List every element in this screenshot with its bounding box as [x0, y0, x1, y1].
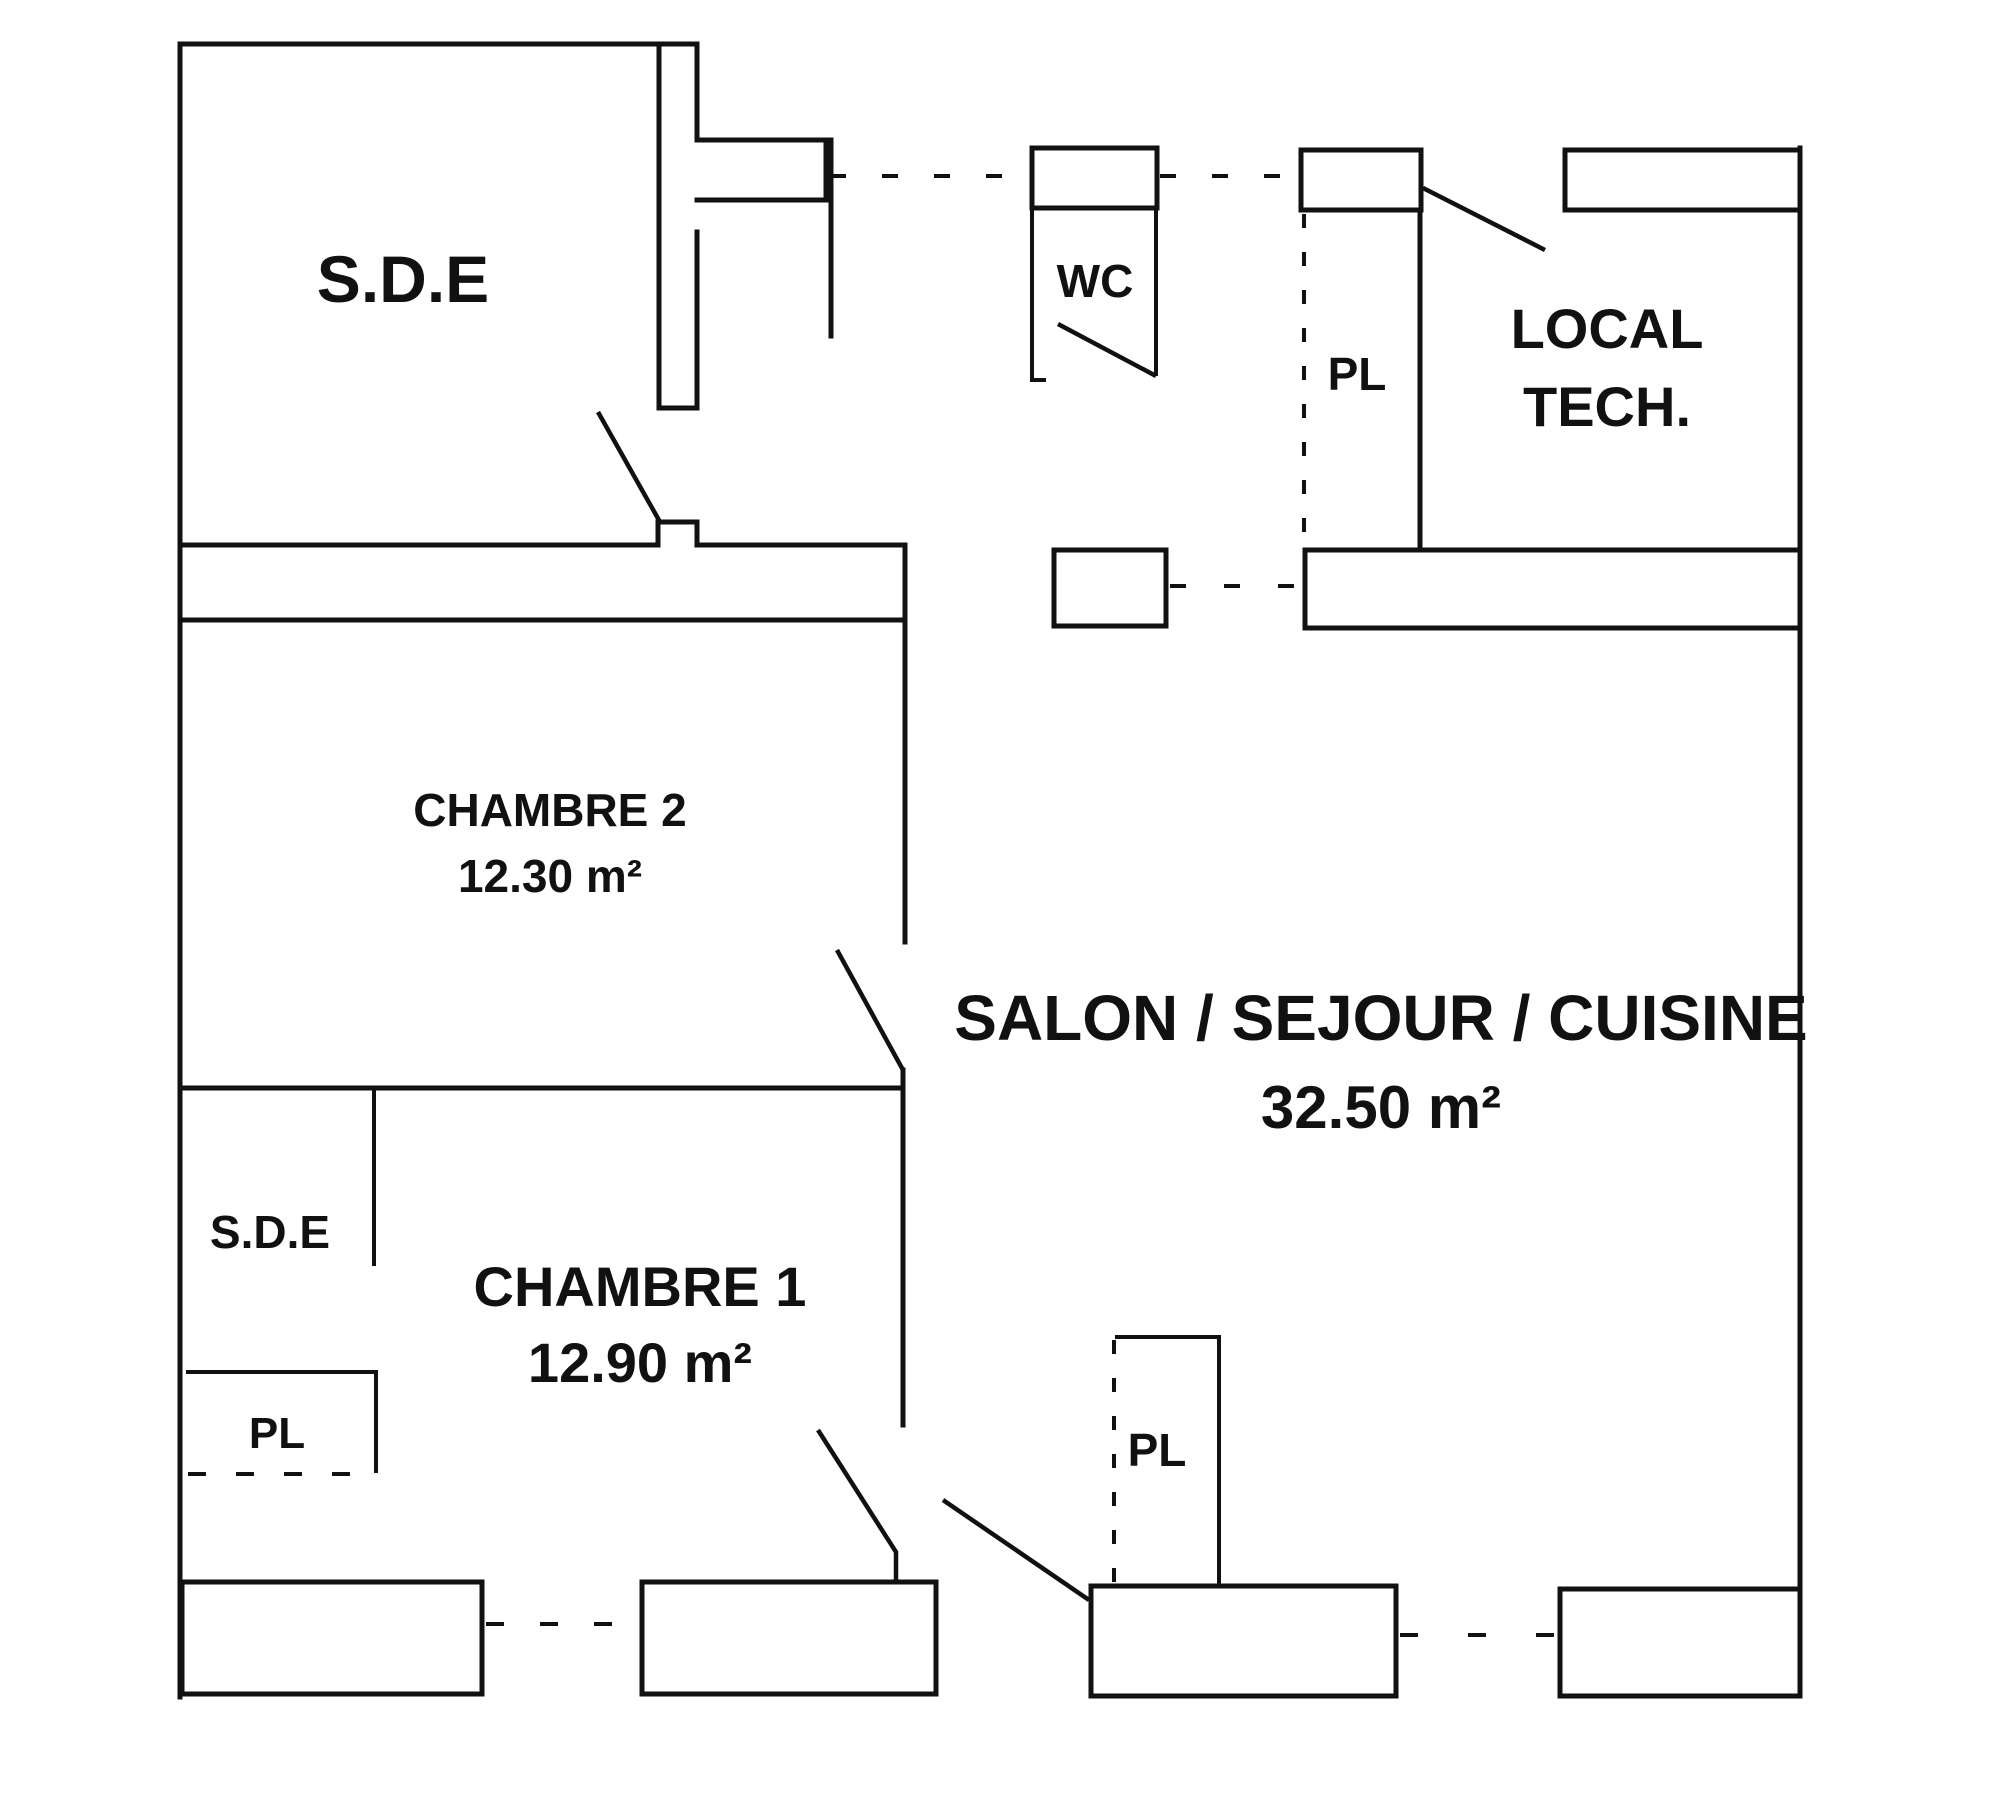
wall-top-wc — [1029, 145, 1160, 211]
label-chambre2-name: CHAMBRE 2 — [413, 784, 686, 836]
label-local-tech-1: LOCAL — [1511, 297, 1704, 360]
wall-sde-right — [656, 45, 829, 411]
label-sde-top: S.D.E — [317, 242, 489, 316]
door-chambre1 — [816, 1428, 899, 1582]
door-local-tech — [1421, 185, 1547, 253]
label-pl-bottom: PL — [1128, 1424, 1187, 1476]
label-salon-name: SALON / SEJOUR / CUISINE — [954, 982, 1807, 1054]
wall-band-sde — [177, 519, 908, 945]
wall-top-pl — [1298, 147, 1424, 213]
label-pl-small: PL — [249, 1409, 305, 1458]
label-chambre2-area: 12.30 m² — [458, 850, 642, 902]
label-chambre1-name: CHAMBRE 1 — [474, 1255, 807, 1318]
door-sde-top — [596, 410, 662, 524]
label-wc: WC — [1057, 255, 1134, 307]
wall-bottom-right1 — [1088, 1583, 1399, 1699]
door-wc — [1056, 322, 1158, 378]
label-local-tech-2: TECH. — [1523, 375, 1691, 438]
wall-bottom-right2 — [1557, 1586, 1803, 1699]
door-entrance — [941, 1498, 1091, 1602]
wall-bottom-mid — [639, 1579, 939, 1697]
wall-bottom-left — [179, 1579, 485, 1697]
label-sde-small: S.D.E — [210, 1206, 330, 1258]
wall-top-right — [1562, 147, 1803, 213]
door-chambre2 — [835, 948, 905, 1072]
wall-band-local — [1302, 547, 1803, 631]
wall-pl-small — [186, 1370, 378, 1473]
label-chambre1-area: 12.90 m² — [528, 1331, 752, 1394]
wall-wc — [1030, 208, 1158, 382]
wall-pl-bottom — [1115, 1335, 1221, 1584]
label-salon-area: 32.50 m² — [1261, 1074, 1501, 1141]
wall-island — [1051, 547, 1169, 629]
label-pl-top: PL — [1328, 348, 1387, 400]
